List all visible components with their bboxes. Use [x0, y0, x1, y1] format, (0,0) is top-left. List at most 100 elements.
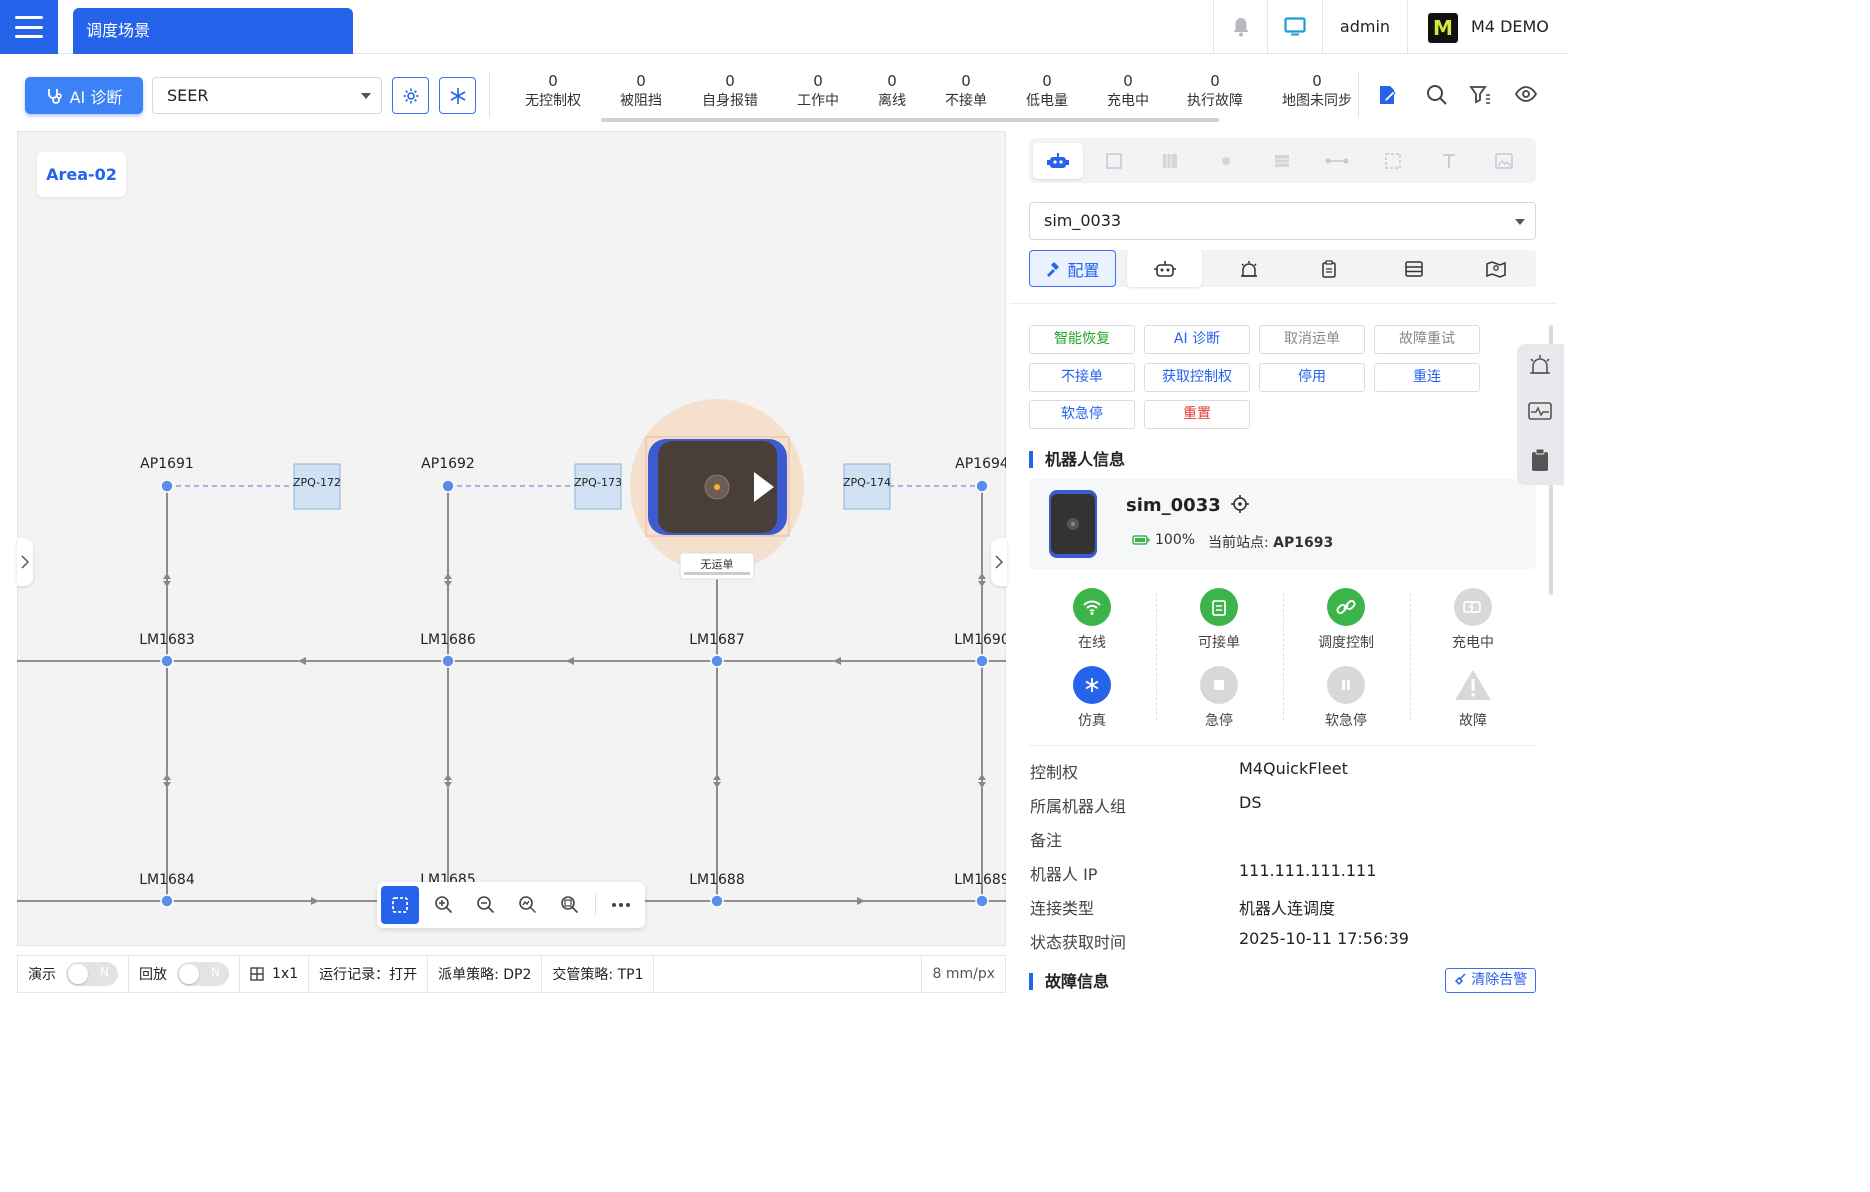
vendor-select[interactable]: SEER [152, 77, 382, 114]
edit-map-button[interactable] [1372, 80, 1402, 110]
monitor-button[interactable] [1268, 0, 1322, 54]
more-button[interactable] [600, 886, 642, 924]
menu-button[interactable] [0, 0, 58, 54]
zoom-out-button[interactable] [465, 886, 507, 924]
path-type-button[interactable] [1312, 143, 1362, 179]
tab-robot[interactable] [1127, 250, 1202, 287]
direction-arrow [978, 774, 986, 788]
box-select-button[interactable] [381, 886, 419, 924]
zoom-in-button[interactable] [423, 886, 465, 924]
map-canvas[interactable] [17, 131, 1006, 946]
list-icon [1405, 260, 1423, 277]
replay-toggle[interactable]: N [177, 962, 229, 986]
cancel-order-button[interactable]: 取消运单 [1259, 325, 1365, 354]
ai-diagnose-robot-button[interactable]: AI 诊断 [1144, 325, 1250, 354]
edit-document-icon [1380, 86, 1396, 104]
robot-type-button[interactable] [1033, 143, 1083, 179]
locate-icon[interactable] [1231, 495, 1250, 513]
direction-arrow [833, 657, 841, 665]
zone-box [843, 463, 891, 510]
station-value: AP1693 [1273, 535, 1334, 551]
traffic-strategy[interactable]: 交管策略: TP1 [542, 955, 655, 993]
robot-marker[interactable]: 无运单 [630, 399, 804, 580]
clear-alarm-button[interactable]: 清除告警 [1445, 968, 1536, 993]
tab-list[interactable] [1384, 250, 1444, 287]
tab-orders[interactable] [1299, 250, 1359, 287]
bell-icon [1233, 18, 1248, 37]
soft-estop-button[interactable]: 软急停 [1029, 400, 1135, 429]
detail-key: 状态获取时间 [1030, 933, 1127, 952]
zoom-reset-button[interactable] [549, 886, 591, 924]
fault-retry-button[interactable]: 故障重试 [1374, 325, 1480, 354]
collapse-panel-button[interactable] [991, 538, 1007, 586]
area-type-button[interactable] [1089, 143, 1139, 179]
text-type-button[interactable] [1424, 143, 1474, 179]
demo-toggle[interactable]: N [66, 962, 118, 986]
shelf-icon [1163, 154, 1177, 168]
user-menu[interactable]: admin [1339, 17, 1391, 36]
direction-arrow [857, 897, 865, 905]
reconnect-button[interactable]: 重连 [1374, 363, 1480, 392]
image-type-button[interactable] [1479, 143, 1529, 179]
run-log[interactable]: 运行记录：打开 [309, 955, 429, 993]
disable-button[interactable]: 停用 [1259, 363, 1365, 392]
visibility-button[interactable] [1511, 80, 1541, 110]
clear-alarm-label: 清除告警 [1471, 972, 1528, 988]
detail-value: M4QuickFleet [1239, 759, 1348, 778]
ai-diagnosis-button[interactable]: AI 诊断 [25, 77, 143, 114]
tab-dispatch-scene[interactable]: 调度场景 [73, 8, 353, 54]
acquire-control-button[interactable]: 获取控制权 [1144, 363, 1250, 392]
region-type-button[interactable] [1368, 143, 1418, 179]
action-point [160, 479, 174, 493]
point-type-button[interactable] [1201, 143, 1251, 179]
smart-recover-button[interactable]: 智能恢复 [1029, 325, 1135, 354]
zoom-fit-button[interactable] [507, 886, 549, 924]
search-button[interactable] [1422, 80, 1452, 110]
notification-button[interactable] [1214, 0, 1267, 54]
clipboard-tool-button[interactable] [1530, 448, 1550, 476]
point-label: LM1689 [954, 872, 1006, 888]
map-scale: 8 mm/px [921, 955, 1005, 993]
point-label: AP1691 [140, 456, 194, 472]
alarm-tool-button[interactable] [1527, 354, 1553, 380]
broom-icon [1454, 973, 1466, 986]
reject-orders-button[interactable]: 不接单 [1029, 363, 1135, 392]
stats-scrollbar[interactable] [601, 118, 1219, 122]
zoom-toolbar [377, 882, 645, 928]
clipboard-icon [1532, 448, 1548, 471]
button-label: AI 诊断 [1173, 331, 1221, 347]
tab-map[interactable] [1466, 250, 1526, 287]
simulation-button[interactable] [439, 77, 476, 114]
tab-config[interactable]: 配置 [1029, 250, 1116, 287]
settings-button[interactable] [392, 77, 429, 114]
replay-switch-group: 回放 N [129, 955, 240, 993]
map-graph[interactable]: ZPQ-172 ZPQ-173 ZPQ-174 AP1691 AP1692 AP… [17, 131, 1006, 946]
tab-alarm[interactable] [1219, 250, 1279, 287]
button-label: 智能恢复 [1054, 331, 1110, 347]
expand-left-button[interactable] [17, 538, 33, 586]
storage-type-button[interactable] [1257, 143, 1307, 179]
grid-setting[interactable]: 1x1 [240, 955, 310, 993]
robot-select[interactable]: sim_0033 [1029, 202, 1536, 240]
filter-button[interactable] [1465, 80, 1495, 110]
dispatch-strategy[interactable]: 派单策略: DP2 [428, 955, 543, 993]
shelf-type-button[interactable] [1145, 143, 1195, 179]
monitor-tool-button[interactable] [1528, 402, 1552, 426]
direction-arrow [163, 774, 171, 788]
wifi-icon [1073, 588, 1111, 626]
reset-button[interactable]: 重置 [1144, 400, 1250, 429]
robot-info-title: 机器人信息 [1029, 451, 1125, 468]
image-icon [1495, 153, 1513, 169]
stat-label: 不接单 [945, 93, 987, 109]
square-icon [1106, 153, 1122, 169]
